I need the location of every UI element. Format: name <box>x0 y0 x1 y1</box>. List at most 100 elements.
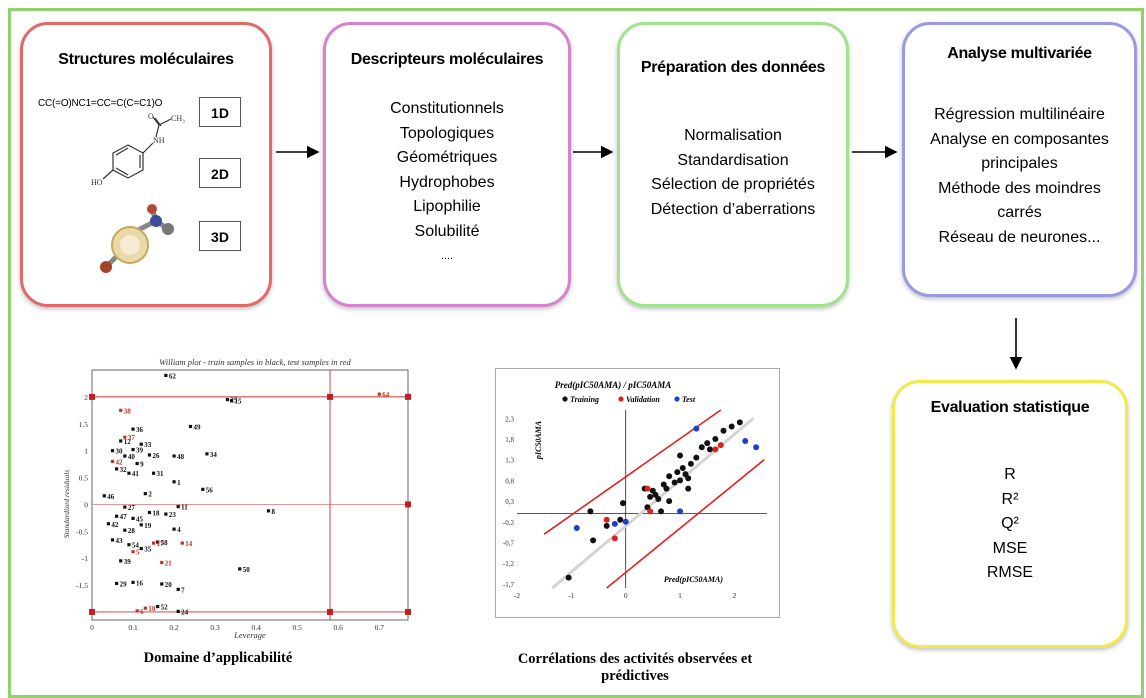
data-point <box>188 424 193 429</box>
list-item: Sélection de propriétés <box>651 176 815 193</box>
data-point <box>377 392 381 396</box>
data-point <box>119 439 123 443</box>
y-tick-label: 2 <box>84 393 88 402</box>
data-point-label: 52 <box>161 604 169 612</box>
svg-text:HO: HO <box>91 178 103 187</box>
x-tick-label: -2 <box>514 591 520 600</box>
data-point <box>266 509 271 513</box>
data-point-label: 37 <box>128 434 136 442</box>
data-point <box>619 500 626 507</box>
data-point-label: 45 <box>136 515 144 523</box>
data-point <box>110 538 115 542</box>
data-point-label: 50 <box>243 566 251 574</box>
william-plot-title: William plot - train samples in black, t… <box>159 357 351 367</box>
data-point <box>677 477 684 484</box>
analysis-list: Régression multilinéaire Analyse en comp… <box>905 103 1134 250</box>
descriptor-list: Constitutionnels Topologiques Géométriqu… <box>326 97 568 269</box>
legend-marker <box>674 396 680 402</box>
data-point <box>147 453 152 457</box>
data-point <box>119 408 123 412</box>
data-point <box>123 528 127 532</box>
data-point-label: 40 <box>128 453 136 461</box>
legend-label: Validation <box>626 395 660 404</box>
x-tick-label: 0.7 <box>375 623 385 632</box>
data-point <box>115 514 119 518</box>
y-tick-label: -0,2 <box>503 519 515 527</box>
y-tick-label: -0.5 <box>76 527 88 536</box>
data-point-label: 24 <box>181 608 189 616</box>
data-point-label: 2 <box>148 491 152 499</box>
data-point-label: 19 <box>144 522 152 530</box>
william-caption: Domaine d’applicabilité <box>143 650 293 666</box>
box-title: Descripteurs moléculaires <box>350 51 544 68</box>
data-point-label: 36 <box>136 426 144 434</box>
data-point <box>603 522 610 529</box>
box-multivariate-analysis: Analyse multivariée Régression multiliné… <box>902 22 1137 297</box>
data-point <box>229 399 234 403</box>
data-point <box>617 516 624 523</box>
data-point <box>151 471 156 475</box>
data-point <box>622 518 629 525</box>
data-point-label: 15 <box>235 398 243 406</box>
data-point-label: 25 <box>230 397 238 405</box>
data-point <box>164 512 168 516</box>
correlation-title: Pred(pIC50AMA) / pIC50AMA <box>555 380 672 390</box>
data-point-label: 39 <box>136 447 144 455</box>
data-point <box>644 485 651 492</box>
list-item: principales <box>981 155 1058 172</box>
data-point-label: 43 <box>116 537 124 545</box>
y-tick-label: 1,8 <box>505 436 514 444</box>
data-point-label: 32 <box>120 466 128 474</box>
x-tick-label: -1 <box>568 591 574 600</box>
box-title: Structures moléculaires <box>58 51 234 68</box>
data-point-label: 17 <box>157 540 165 548</box>
limit-marker <box>405 501 411 508</box>
data-point <box>119 559 123 563</box>
data-point-label: 7 <box>181 586 185 594</box>
box-title: Préparation des données <box>640 59 826 76</box>
data-point <box>736 419 743 426</box>
box-statistical-evaluation: Evaluation statistique R R² Q² MSE RMSE <box>892 380 1128 648</box>
x-tick-label: 0 <box>624 591 628 600</box>
data-point <box>655 496 662 502</box>
data-point <box>172 480 176 484</box>
upper-confidence-line <box>543 409 722 535</box>
data-point-label: 9 <box>140 461 144 469</box>
data-point <box>685 475 692 482</box>
data-point <box>131 447 135 452</box>
list-item: Analyse en composantes <box>930 130 1109 148</box>
limit-marker <box>327 608 334 615</box>
data-point-label: 23 <box>169 511 177 519</box>
data-point <box>647 508 654 515</box>
svg-text:O: O <box>148 113 154 121</box>
data-point <box>611 520 618 527</box>
metric-mse: MSE <box>992 539 1028 557</box>
data-point-label: 1 <box>177 479 181 487</box>
box-title: Evaluation statistique <box>930 399 1090 416</box>
data-point-label: 10 <box>148 605 156 613</box>
legend-marker <box>618 396 624 402</box>
data-point <box>647 493 654 500</box>
data-point <box>693 454 700 461</box>
y-tick-label: 1 <box>84 447 88 456</box>
data-point-label: 30 <box>116 448 124 456</box>
data-point-label: 58 <box>161 539 169 547</box>
list-item: Méthode des moindres <box>938 179 1101 197</box>
data-point <box>205 452 209 456</box>
data-point <box>143 492 147 496</box>
metric-r: R <box>1004 466 1016 483</box>
data-point <box>156 540 160 544</box>
list-item: Constitutionnels <box>390 100 504 117</box>
data-point-label: 6 <box>140 608 144 616</box>
data-point <box>131 580 135 584</box>
list-item: .... <box>440 250 454 262</box>
data-point <box>674 469 681 476</box>
limit-marker <box>89 393 95 400</box>
x-tick-label: 0.2 <box>169 623 179 632</box>
data-point <box>698 444 705 451</box>
data-point-label: 12 <box>124 438 131 446</box>
data-point <box>156 604 160 609</box>
data-point-label: 16 <box>136 579 144 587</box>
caption-line: Corrélations des activités observées et <box>517 651 753 667</box>
